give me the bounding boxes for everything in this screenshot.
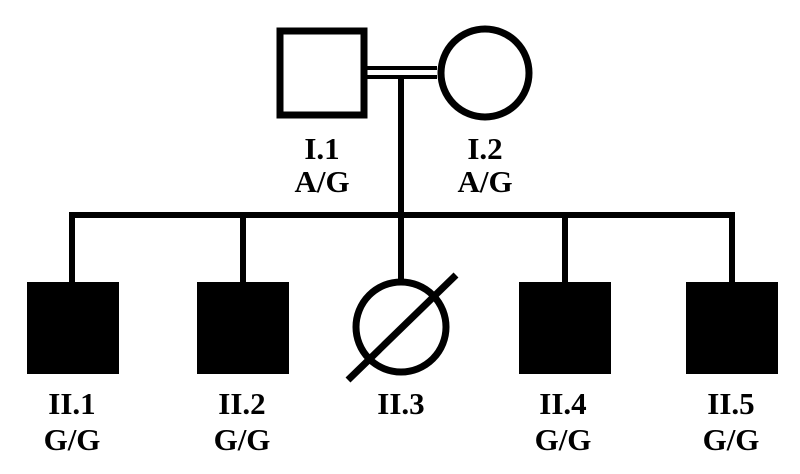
label-II1-id: II.1 — [48, 386, 95, 421]
label-II5-genotype: G/G — [703, 422, 760, 457]
label-I1-id: I.1 — [304, 131, 339, 166]
label-I2-genotype: A/G — [457, 164, 512, 199]
individual-II3-deceased-female-symbol — [345, 272, 459, 383]
individual-I1-male-symbol — [276, 27, 368, 119]
individual-II4-affected-male-symbol — [519, 282, 611, 374]
label-II2-id: II.2 — [218, 386, 265, 421]
consanguineous-marriage-line — [364, 66, 437, 79]
individual-II1-affected-male-symbol — [27, 282, 119, 374]
individual-I2-female-symbol — [437, 25, 533, 121]
label-II5-id: II.5 — [707, 386, 754, 421]
deceased-slash — [345, 272, 459, 383]
label-II2-genotype: G/G — [214, 422, 271, 457]
label-II1-genotype: G/G — [44, 422, 101, 457]
individual-II5-affected-male-symbol — [686, 282, 778, 374]
label-I2-id: I.2 — [467, 131, 502, 166]
label-I1-genotype: A/G — [294, 164, 349, 199]
label-II3-id: II.3 — [377, 386, 424, 421]
child-drop-lines — [69, 213, 735, 283]
individual-II2-affected-male-symbol — [197, 282, 289, 374]
label-II4-genotype: G/G — [535, 422, 592, 457]
label-II4-id: II.4 — [539, 386, 586, 421]
